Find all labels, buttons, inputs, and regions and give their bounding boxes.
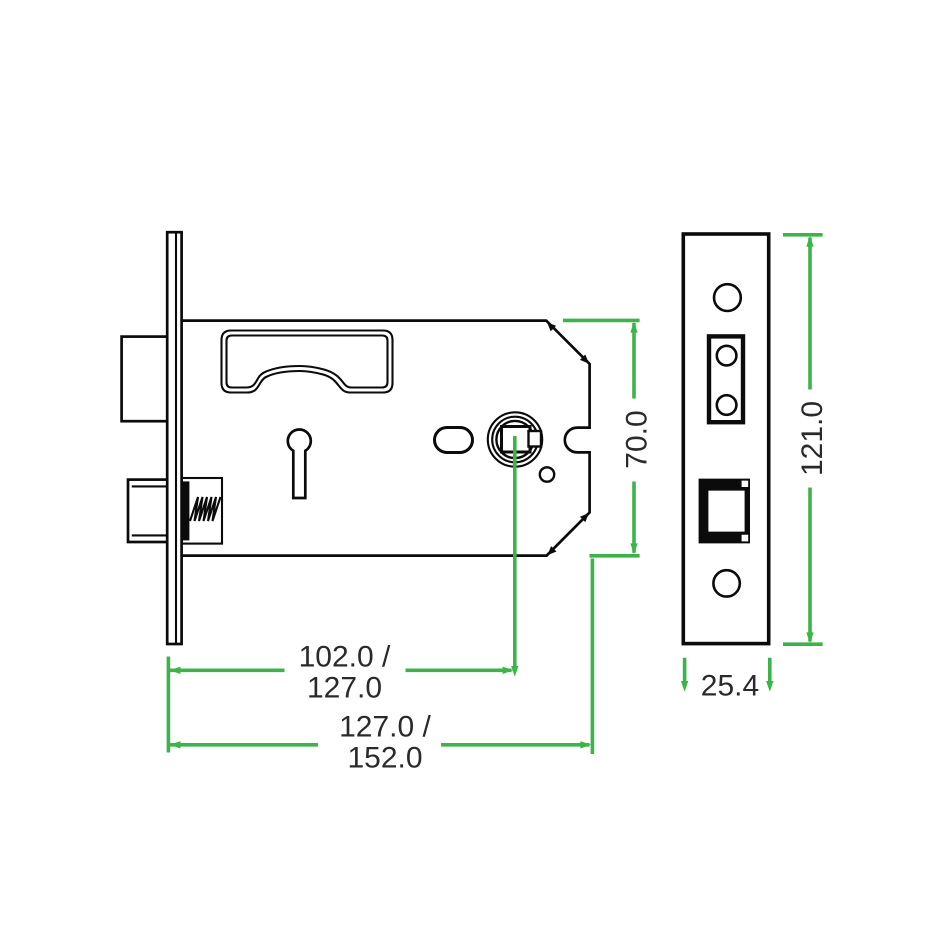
screw-hole-bottom: [712, 568, 742, 598]
latch-aperture: [706, 334, 746, 425]
latch-aperture-hole-1: [715, 344, 738, 367]
arrow-up-icon: [630, 321, 638, 333]
backset-label-line2: 127.0: [307, 672, 382, 705]
dimension-tick: [563, 318, 640, 558]
lock-case-side-view: [120, 230, 591, 646]
chamfer-mark: [579, 513, 589, 523]
dimension-forend-width: 25.4: [680, 657, 774, 703]
chamfer-mark: [547, 322, 557, 332]
lock-case-outline: [181, 319, 591, 557]
deadbolt-head: [126, 478, 169, 544]
arrow-down-icon: [680, 681, 689, 692]
case-length-label-line2: 152.0: [347, 742, 422, 775]
arrow-down-icon: [766, 681, 774, 692]
arrow-left-icon: [169, 741, 181, 749]
dimension-forend-height: 121.0: [783, 233, 829, 646]
arrow-down-icon: [630, 543, 638, 555]
deadbolt-aperture: [698, 478, 750, 544]
forend-front-view: [681, 232, 771, 646]
spindle-notch-tab: [527, 429, 543, 448]
forend-edge-view: [165, 230, 183, 646]
spring-slot-cutout: [220, 329, 394, 394]
chamfer-mark: [579, 354, 589, 364]
dimension-tick: [783, 233, 823, 646]
keyhole: [286, 428, 313, 500]
dimension-backset: 102.0 / 127.0: [166, 436, 519, 753]
case-length-label-line1: 127.0 /: [339, 711, 431, 744]
arrow-up-icon: [806, 235, 814, 247]
arrow-right-icon: [502, 666, 514, 674]
dimension-line: [682, 657, 772, 684]
oval-slot: [433, 426, 474, 454]
screw-hole-top: [712, 282, 743, 313]
latch-aperture-hole-2: [715, 393, 738, 417]
arrow-down-icon: [806, 632, 814, 644]
dimension-case-length: 127.0 / 152.0: [169, 558, 595, 775]
forend-plate: [681, 232, 771, 646]
deadbolt-spring: [189, 496, 222, 522]
forend-width-label: 25.4: [701, 670, 759, 703]
latch-bolt: [120, 335, 171, 423]
case-height-label: 70.0: [621, 410, 654, 468]
dimension-case-height: 70.0: [563, 318, 654, 558]
arrow-down-icon: [511, 666, 519, 677]
forend-height-label: 121.0: [796, 401, 829, 476]
arrow-left-icon: [169, 666, 181, 674]
deadbolt-head-detail: [131, 485, 167, 537]
fixing-hole-small: [538, 466, 556, 483]
arrow-right-icon: [580, 741, 592, 749]
backset-label-line1: 102.0 /: [299, 641, 391, 674]
chamfer-mark: [547, 546, 557, 556]
